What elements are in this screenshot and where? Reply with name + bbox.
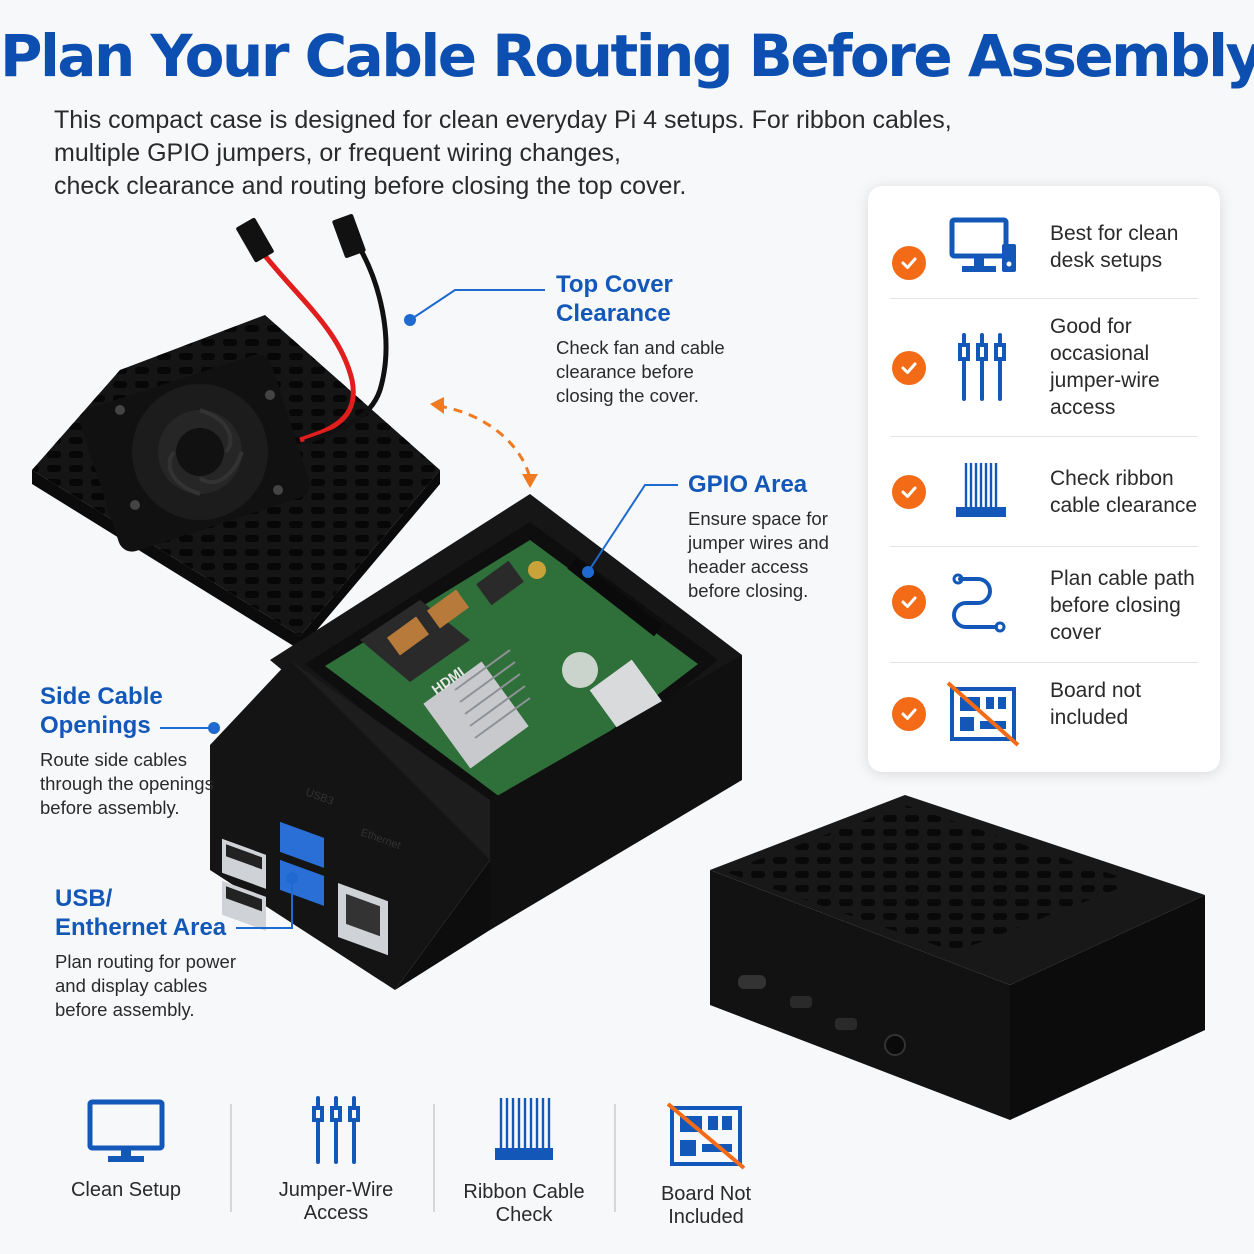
bottom-label: Ribbon Cable <box>463 1181 585 1203</box>
callout-title: Side Cable <box>40 683 163 710</box>
feature-label: Plan cable path <box>1050 567 1195 590</box>
callout-gpio: GPIO Area Ensure space for jumper wires a… <box>688 470 829 603</box>
feature-label: access <box>1050 396 1116 419</box>
callout-desc: jumper wires and <box>688 532 829 553</box>
divider <box>614 1104 616 1212</box>
lift-arrow <box>430 397 538 488</box>
bottom-label: Jumper-Wire <box>278 1179 394 1201</box>
callout-desc: Check fan and cable <box>556 337 725 358</box>
callout-desc: before assembly. <box>55 999 195 1020</box>
callout-title: Top Cover <box>556 271 673 298</box>
callout-desc: header access <box>688 556 809 577</box>
intro-text: This compact case is designed for clean … <box>54 104 952 203</box>
check-icon <box>892 697 926 731</box>
callout-desc: closing the cover. <box>556 385 699 406</box>
callout-desc: and display cables <box>55 975 208 996</box>
callout-desc: before closing. <box>688 580 809 601</box>
feature-panel: Best for clean desk setups Good for occasi… <box>868 186 1220 772</box>
feature-label: cover <box>1050 621 1102 644</box>
bottom-item-clean-setup: Clean Setup <box>40 1096 212 1202</box>
feature-row: Board not included <box>890 662 1198 771</box>
check-icon <box>892 246 926 280</box>
feature-label: Best for clean <box>1050 222 1179 245</box>
fan-wires <box>236 214 389 445</box>
feature-label: desk setups <box>1050 249 1163 272</box>
feature-label: Board not <box>1050 679 1142 702</box>
callout-desc: before assembly. <box>40 797 180 818</box>
bottom-label: Check <box>495 1204 553 1226</box>
intro-line: multiple GPIO jumpers, or frequent wirin… <box>54 139 621 167</box>
feature-row: Good for occasional jumper-wire access <box>890 298 1198 437</box>
jumper-wires-icon <box>958 333 1006 401</box>
ribbon-cable-icon <box>956 463 1006 517</box>
board-not-included-icon <box>946 681 1020 747</box>
callout-desc: Ensure space for <box>688 508 828 529</box>
feature-label: cable clearance <box>1050 494 1198 517</box>
callout-title: GPIO Area <box>688 471 808 498</box>
callout-title: Enthernet Area <box>55 914 227 941</box>
open-case: HDMI USB3 Ethernet <box>210 494 742 990</box>
feature-label: included <box>1050 706 1129 729</box>
check-icon <box>892 585 926 619</box>
bottom-label: Board Not <box>660 1183 752 1205</box>
intro-line: This compact case is designed for clean … <box>54 106 952 134</box>
callout-title: USB/ <box>55 885 113 912</box>
feature-row: Plan cable path before closing cover <box>890 546 1198 663</box>
feature-label: Check ribbon <box>1050 467 1174 490</box>
page-title: Plan Your Cable Routing Before Assembly <box>0 22 1254 90</box>
callout-desc: Route side cables <box>40 749 188 770</box>
ribbon-cable-icon <box>495 1098 553 1160</box>
callout-desc: through the openings <box>40 773 214 794</box>
divider <box>230 1104 232 1212</box>
feature-label: occasional <box>1050 342 1150 365</box>
feature-label: Good for <box>1050 315 1132 338</box>
callout-usb-ethernet: USB/Enthernet Area Plan routing for powe… <box>55 884 236 1022</box>
callout-desc: clearance before <box>556 361 694 382</box>
callout-dots <box>208 314 594 884</box>
divider <box>433 1104 435 1212</box>
fan-top-cover <box>32 315 440 650</box>
closed-case <box>710 500 1205 1120</box>
callout-title: Clearance <box>556 300 671 327</box>
feature-row: Check ribbon cable clearance <box>890 436 1198 547</box>
bottom-label: Included <box>668 1206 744 1228</box>
monitor-icon <box>87 1099 165 1162</box>
monitor-icon <box>949 217 1016 272</box>
intro-line: check clearance and routing before closi… <box>54 172 687 200</box>
board-not-included-icon <box>666 1102 746 1170</box>
feature-label: before closing <box>1050 594 1181 617</box>
callout-desc: Plan routing for power <box>55 951 236 972</box>
jumper-wires-icon <box>312 1096 360 1164</box>
feature-label: jumper-wire <box>1050 369 1160 392</box>
check-icon <box>892 475 926 509</box>
callout-title: Openings <box>40 712 151 739</box>
check-icon <box>892 351 926 385</box>
bottom-label: Access <box>303 1202 369 1224</box>
cable-path-icon <box>952 573 1006 633</box>
callout-leaders <box>160 289 678 929</box>
feature-row: Best for clean desk setups <box>890 208 1198 298</box>
bottom-label: Clean Setup <box>70 1179 182 1201</box>
